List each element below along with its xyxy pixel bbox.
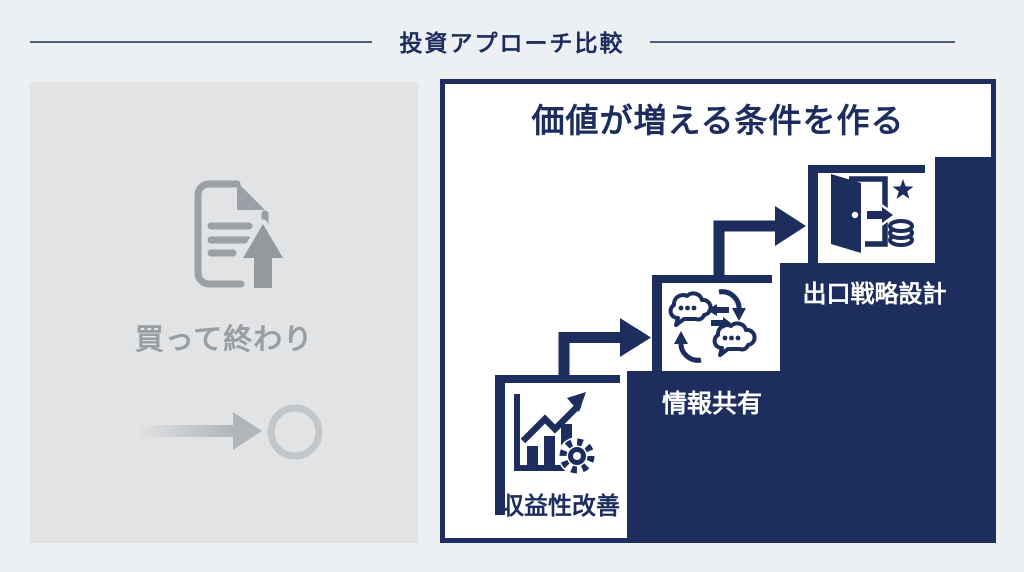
buy-and-done-panel: 買って終わり [30, 82, 418, 543]
panel-heading: 価値が増える条件を作る [531, 102, 905, 139]
step3-label: 出口戦略設計 [802, 281, 947, 308]
document-upload-icon [194, 180, 287, 293]
value-creation-panel: 価値が増える条件を作る 収益性改善 [440, 79, 996, 543]
step2-label: 情報共有 [661, 390, 762, 418]
step1-box [495, 375, 620, 515]
title-rule-left [30, 41, 372, 43]
page-title: 投資アプローチ比較 [399, 30, 625, 56]
exit-door-reward-icon [831, 174, 914, 253]
title-rule-right [650, 41, 955, 43]
chat-exchange-icon [668, 289, 757, 363]
arrow-to-circle-icon [140, 404, 323, 460]
stair-step-bottom [627, 371, 991, 538]
buy-and-done-label: 買って終わり [134, 324, 314, 356]
step1-to-step2-arrow-icon [558, 318, 651, 375]
step1-label: 収益性改善 [500, 493, 620, 520]
step2-to-step3-arrow-icon [713, 206, 806, 275]
growth-chart-gear-icon [514, 392, 596, 475]
